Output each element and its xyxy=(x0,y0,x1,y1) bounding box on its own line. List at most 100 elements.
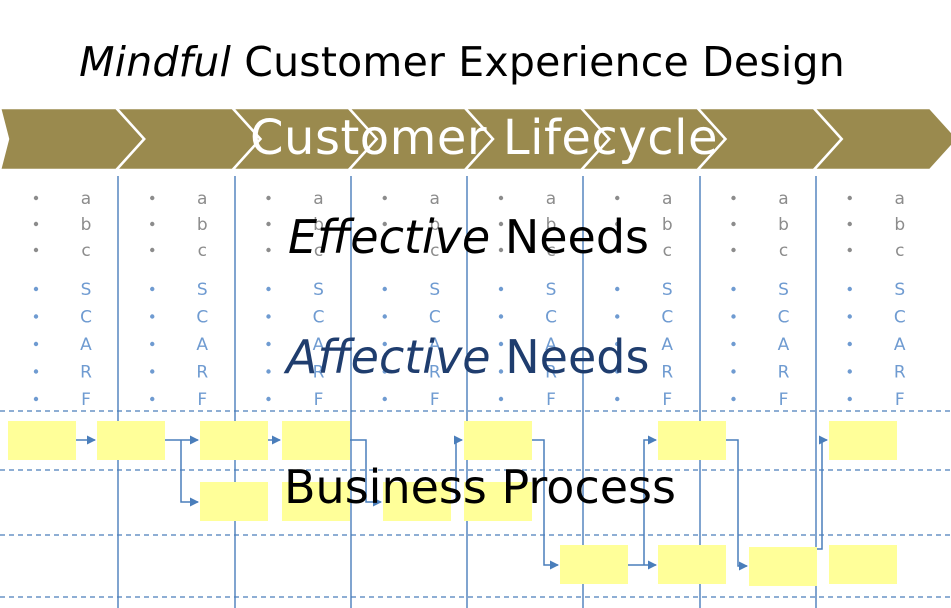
process-connector xyxy=(817,435,828,550)
affective-rest: Needs xyxy=(490,330,650,384)
affective-bullet-text: A xyxy=(80,335,92,355)
effective-bullet-text: c xyxy=(779,241,788,261)
bullet-dot xyxy=(33,286,39,292)
effective-bullet-text: a xyxy=(662,189,672,209)
title-rest: Customer Experience Design xyxy=(231,38,845,86)
affective-bullet-text: A xyxy=(778,335,790,355)
effective-emphasis: Effective xyxy=(288,210,491,264)
lifecycle-label: Customer Lifecycle xyxy=(250,110,718,166)
effective-bullet-text: c xyxy=(430,241,439,261)
affective-bullet-text: C xyxy=(429,308,441,328)
bullet-dot xyxy=(498,195,504,201)
process-connector xyxy=(726,439,748,571)
affective-bullet-text: S xyxy=(778,280,789,300)
process-connector xyxy=(451,435,463,503)
process-box xyxy=(464,482,532,521)
bullet-dot xyxy=(731,221,736,227)
bullet-dot xyxy=(266,221,271,227)
process-box xyxy=(749,547,817,586)
bullet-dot xyxy=(498,286,504,292)
process-box xyxy=(464,421,532,460)
bullet-dot xyxy=(382,221,387,227)
bullet-dot xyxy=(150,396,155,402)
affective-bullet-text: R xyxy=(196,363,208,383)
affective-bullet-text: C xyxy=(313,308,325,328)
effective-needs-label: Effective Needs xyxy=(288,210,649,264)
affective-bullet-text: F xyxy=(81,390,91,410)
bullet-dot xyxy=(615,314,620,319)
affective-bullet-text: S xyxy=(197,280,208,300)
process-box xyxy=(658,545,726,584)
bullet-dot xyxy=(266,195,271,201)
bullet-dot xyxy=(615,396,620,402)
bullet-dot xyxy=(731,341,736,347)
effective-bullet-text: c xyxy=(546,241,555,261)
effective-bullet-text: a xyxy=(430,189,440,209)
bullet-dot xyxy=(847,314,852,319)
effective-bullet-text: a xyxy=(778,189,788,209)
effective-bullet-text: c xyxy=(314,241,323,261)
bullet-dot xyxy=(266,341,271,347)
bullet-dot xyxy=(731,314,736,319)
lifecycle-chevrons xyxy=(0,106,951,172)
process-connector xyxy=(532,439,559,570)
bullet-dot xyxy=(382,247,387,253)
process-box xyxy=(200,482,268,521)
bullet-dot xyxy=(33,396,39,402)
lifecycle-chevron xyxy=(810,106,951,172)
affective-bullet-text: F xyxy=(662,390,672,410)
bullet-dot xyxy=(33,221,39,227)
bullet-dot xyxy=(615,221,620,227)
bullet-dot xyxy=(150,247,155,253)
effective-bullet-text: b xyxy=(778,215,789,235)
bullet-dot xyxy=(615,286,620,292)
bullet-dot xyxy=(731,247,736,253)
bullet-dot xyxy=(266,314,271,319)
bullet-dot xyxy=(847,369,852,374)
bullet-dot xyxy=(382,341,387,347)
stage-columns xyxy=(117,176,817,608)
bullet-dot xyxy=(382,396,387,402)
effective-bullet-text: c xyxy=(663,241,672,261)
bullet-dot xyxy=(150,221,155,227)
bullet-dot xyxy=(266,286,271,292)
affective-bullet-text: C xyxy=(545,308,557,328)
bullet-dot xyxy=(731,369,736,374)
bullet-dot xyxy=(847,221,852,227)
process-box xyxy=(282,421,350,460)
bullet-dot xyxy=(498,247,504,253)
bullet-dot xyxy=(266,247,271,253)
effective-bullet-text: a xyxy=(546,189,556,209)
effective-bullet-text: b xyxy=(662,215,673,235)
process-box xyxy=(8,421,76,460)
effective-bullet-text: a xyxy=(81,189,91,209)
bullet-dot xyxy=(150,369,155,374)
bullet-dot xyxy=(266,396,271,402)
effective-bullet-text: b xyxy=(894,215,905,235)
affective-bullet-text: F xyxy=(314,390,324,410)
affective-bullet-text: A xyxy=(545,335,557,355)
bullet-dot xyxy=(498,341,504,347)
bullet-dot xyxy=(847,195,852,201)
affective-bullet-text: S xyxy=(313,280,324,300)
effective-bullet-text: a xyxy=(895,189,905,209)
process-box xyxy=(829,545,897,584)
affective-bullet-text: A xyxy=(661,335,673,355)
bullet-dot xyxy=(382,286,387,292)
process-connector xyxy=(180,440,199,507)
affective-bullet-text: C xyxy=(778,308,790,328)
process-box xyxy=(282,482,350,521)
process-connectors xyxy=(76,435,828,571)
bullet-dot xyxy=(498,369,504,374)
effective-bullet-text: b xyxy=(313,215,324,235)
process-box xyxy=(658,421,726,460)
affective-bullet-text: S xyxy=(81,280,92,300)
affective-bullet-text: C xyxy=(196,308,208,328)
effective-bullet-text: c xyxy=(895,241,904,261)
process-box xyxy=(97,421,165,460)
affective-bullet-text: F xyxy=(779,390,789,410)
process-box xyxy=(200,421,268,460)
bullet-dot xyxy=(382,195,387,201)
stage-bullets: abcSCARFabcSCARFabcSCARFabcSCARFabcSCARF… xyxy=(33,189,906,410)
